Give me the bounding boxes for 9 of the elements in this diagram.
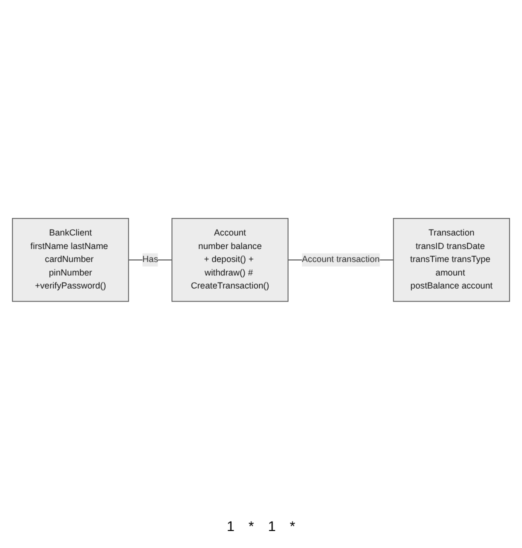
node-box: Account number balance + deposit() + withdraw() # CreateTransaction(): [172, 218, 288, 302]
node-box: BankClient firstName lastName cardNumber pinNumber +verifyPassword(): [12, 218, 129, 302]
multiplicity-label: 1: [226, 518, 235, 534]
edge-label: Has: [142, 255, 158, 264]
edge-label: Account transaction: [302, 255, 380, 264]
multiplicity-label: *: [290, 518, 296, 534]
node-box: Transaction transID transDate transTime transType amount postBalance account: [393, 218, 510, 302]
multiplicity-label: *: [248, 518, 254, 534]
multiplicity-label: 1: [268, 518, 276, 534]
